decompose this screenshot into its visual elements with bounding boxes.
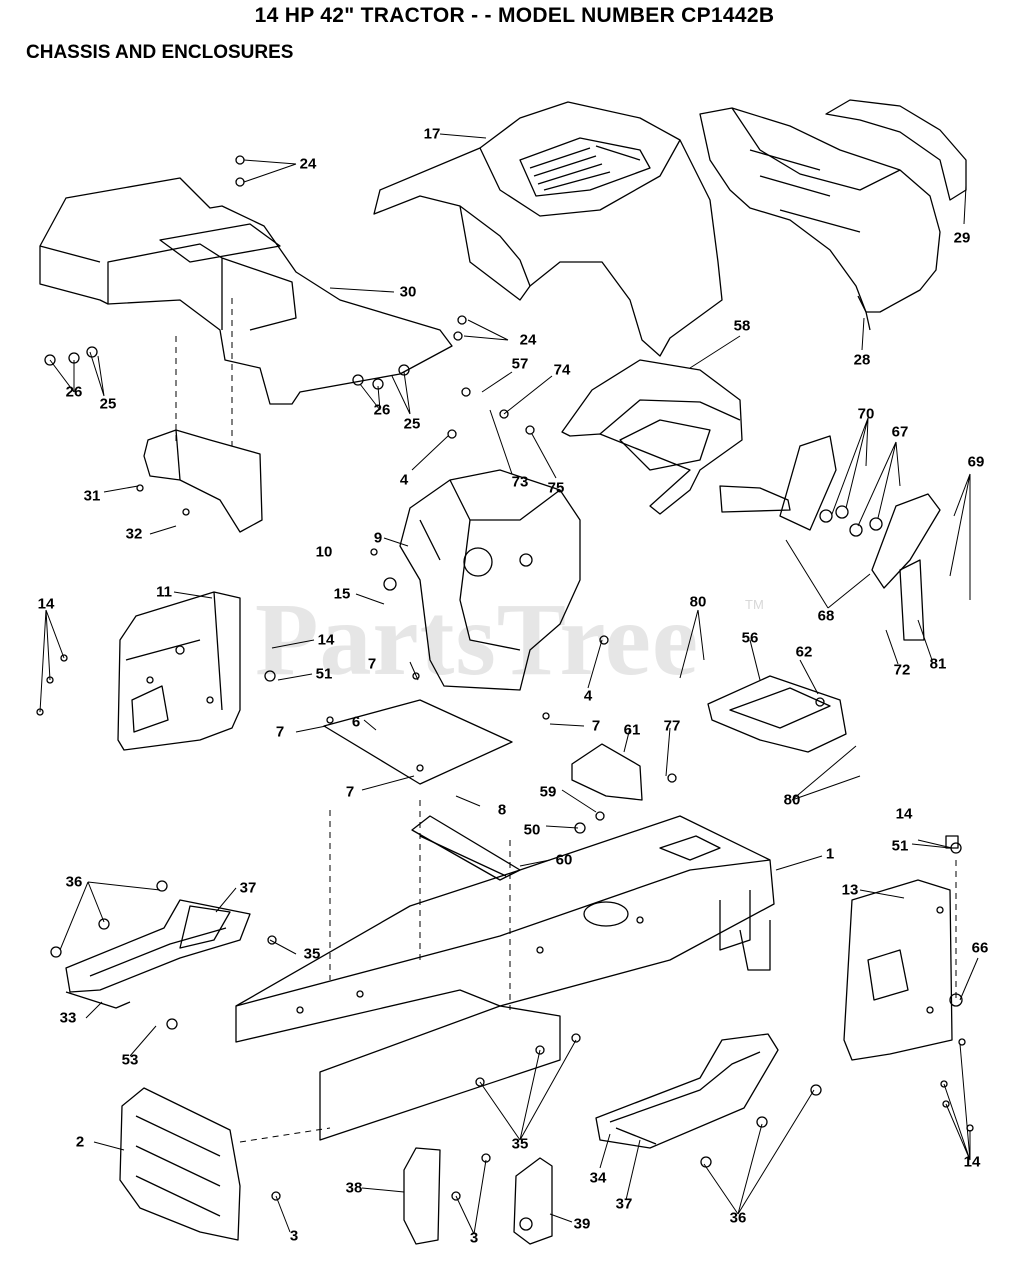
callout-31: 31: [83, 487, 101, 505]
callout-36: 36: [729, 1209, 747, 1227]
callout-17: 17: [423, 125, 441, 143]
callout-75: 75: [547, 479, 565, 497]
callout-60: 60: [555, 851, 573, 869]
callout-1: 1: [825, 845, 835, 863]
callout-13: 13: [841, 881, 859, 899]
callout-59: 59: [539, 783, 557, 801]
part-39-bracket: [513, 1157, 553, 1245]
callout-9: 9: [373, 529, 383, 547]
callout-74: 74: [553, 361, 571, 379]
callout-77: 77: [663, 717, 681, 735]
callout-70: 70: [857, 405, 875, 423]
part-68-brackets: [719, 435, 941, 641]
part-60-rail: [411, 815, 521, 881]
callout-73: 73: [511, 473, 529, 491]
callout-8: 8: [497, 801, 507, 819]
callout-10: 10: [315, 543, 333, 561]
callout-53: 53: [121, 1051, 139, 1069]
partstree-watermark: PartsTree: [255, 582, 700, 697]
callout-36: 36: [65, 873, 83, 891]
callout-29: 29: [953, 229, 971, 247]
callout-24: 24: [519, 331, 537, 349]
callout-25: 25: [403, 415, 421, 433]
callout-32: 32: [125, 525, 143, 543]
callout-61: 61: [623, 721, 641, 739]
callout-2: 2: [75, 1133, 85, 1151]
callout-30: 30: [399, 283, 417, 301]
hardware-fasteners: [36, 155, 974, 1201]
part-right-footrest: [595, 1033, 779, 1149]
callout-69: 69: [967, 453, 985, 471]
callout-66: 66: [971, 939, 989, 957]
callout-3: 3: [289, 1227, 299, 1245]
callout-24: 24: [299, 155, 317, 173]
trademark-mark: TM: [745, 597, 764, 612]
callout-11: 11: [156, 583, 172, 601]
callout-14: 14: [37, 595, 55, 613]
assembly-centerlines: [175, 298, 957, 1143]
callout-28: 28: [853, 351, 871, 369]
callout-51: 51: [891, 837, 909, 855]
callout-68: 68: [817, 607, 835, 625]
part-dash-and-grille: [699, 99, 967, 331]
callout-38: 38: [345, 1179, 363, 1197]
part-56-support: [707, 675, 847, 753]
callout-15: 15: [333, 585, 351, 603]
callout-26: 26: [373, 401, 391, 419]
callout-58: 58: [733, 317, 751, 335]
part-main-frame: [235, 815, 775, 1141]
part-58-panel: [561, 359, 743, 515]
callout-7: 7: [591, 717, 601, 735]
callout-34: 34: [589, 1169, 607, 1187]
part-61-bracket: [571, 743, 643, 801]
callout-4: 4: [399, 471, 409, 489]
callout-67: 67: [891, 423, 909, 441]
callout-25: 25: [99, 395, 117, 413]
callout-81: 81: [929, 655, 947, 673]
callout-leaders: [39, 133, 979, 1235]
part-left-footrest: [65, 899, 251, 1009]
callout-57: 57: [511, 355, 529, 373]
callout-80: 80: [783, 791, 801, 809]
part-dash-tower: [399, 469, 581, 691]
diagram-subtitle: CHASSIS AND ENCLOSURES: [26, 42, 294, 63]
part-hood: [373, 101, 723, 357]
callout-37: 37: [615, 1195, 633, 1213]
callout-7: 7: [275, 723, 285, 741]
callout-26: 26: [65, 383, 83, 401]
part-right-side-plate: [843, 879, 953, 1061]
callout-14: 14: [317, 631, 335, 649]
callout-37: 37: [239, 879, 257, 897]
callout-39: 39: [573, 1215, 591, 1233]
part-6-plate: [323, 699, 513, 785]
callout-4: 4: [583, 687, 593, 705]
callout-80: 80: [689, 593, 707, 611]
callout-62: 62: [795, 643, 813, 661]
callout-14: 14: [895, 805, 913, 823]
callout-7: 7: [345, 783, 355, 801]
callout-6: 6: [351, 713, 361, 731]
callout-14: 14: [963, 1153, 981, 1171]
part-38-bracket: [403, 1147, 441, 1245]
callout-35: 35: [511, 1135, 529, 1153]
callout-35: 35: [303, 945, 321, 963]
diagram-title: 14 HP 42" TRACTOR - - MODEL NUMBER CP144…: [254, 4, 775, 27]
part-rear-fender: [39, 177, 453, 405]
part-2-rear-plate: [119, 1087, 241, 1241]
callout-7: 7: [367, 655, 377, 673]
callout-50: 50: [523, 821, 541, 839]
part-left-side-plate: [117, 591, 241, 751]
callout-3: 3: [469, 1229, 479, 1247]
callout-56: 56: [741, 629, 759, 647]
part-31-bracket: [143, 429, 263, 533]
callout-72: 72: [893, 661, 911, 679]
callout-51: 51: [315, 665, 333, 683]
callout-33: 33: [59, 1009, 77, 1027]
